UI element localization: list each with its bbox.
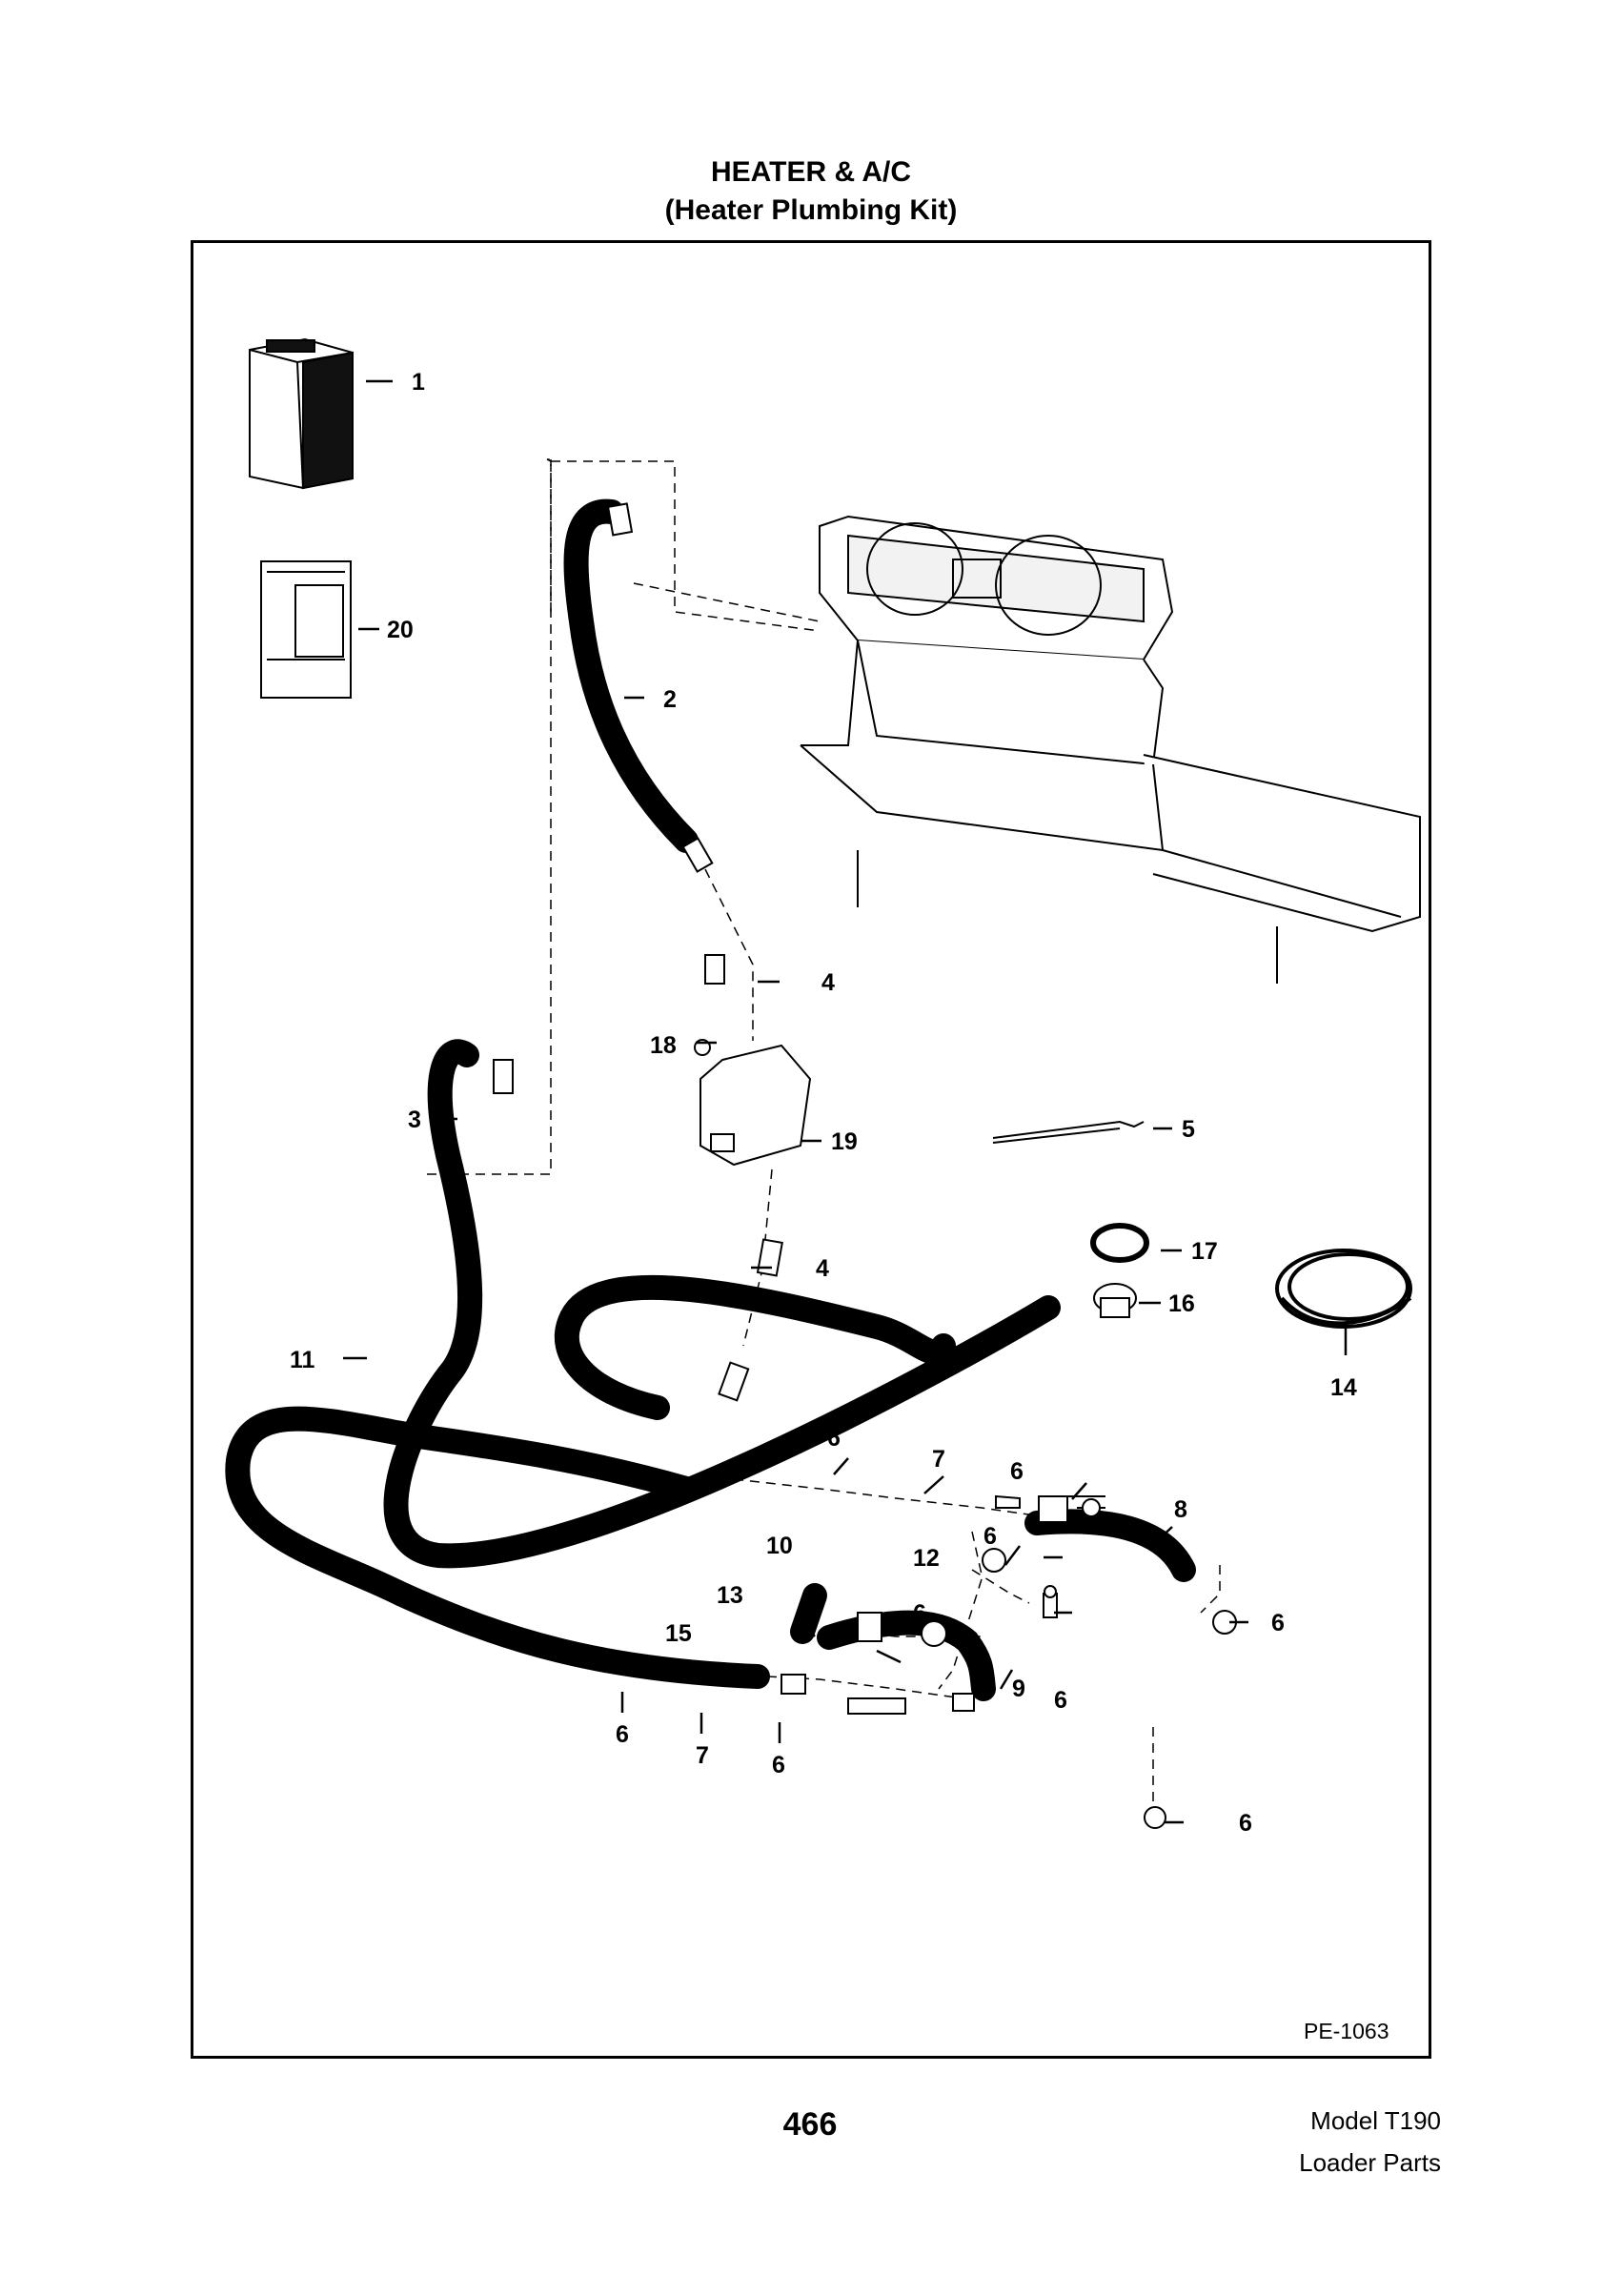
callout-5: 5 <box>1182 1116 1195 1143</box>
callout-16: 16 <box>1168 1290 1195 1317</box>
callout-6-f: 6 <box>616 1721 629 1748</box>
callout-14: 14 <box>1330 1374 1357 1401</box>
exploded-parts-diagram: 1 20 2 4 18 3 19 5 4 17 16 11 14 6 7 6 8… <box>225 337 1421 1837</box>
kit-box-icon <box>249 337 354 490</box>
callout-1: 1 <box>412 369 425 396</box>
callout-6-c: 6 <box>983 1523 997 1550</box>
callout-17: 17 <box>1191 1238 1218 1265</box>
callout-4-upper: 4 <box>821 969 835 996</box>
callout-8: 8 <box>1174 1496 1187 1523</box>
callout-18: 18 <box>650 1032 677 1059</box>
page-title: HEATER & A/C <box>711 156 911 188</box>
callout-20: 20 <box>387 617 414 643</box>
callout-2: 2 <box>663 686 677 713</box>
callout-7-upper: 7 <box>932 1446 945 1473</box>
callout-19: 19 <box>831 1128 858 1155</box>
model-label: Model T190 <box>1310 2106 1441 2135</box>
callout-6-h: 6 <box>1239 1810 1252 1837</box>
callout-6-i: 6 <box>1054 1687 1067 1714</box>
callout-7-lower: 7 <box>696 1742 709 1769</box>
callout-10: 10 <box>766 1533 793 1559</box>
hose-coil-icon <box>1275 1249 1412 1329</box>
callout-6-e: 6 <box>1271 1610 1285 1636</box>
callout-6-b: 6 <box>1010 1458 1024 1485</box>
callout-12: 12 <box>913 1545 940 1572</box>
callout-6-g: 6 <box>772 1752 785 1778</box>
filler-cap-icon <box>1090 1223 1149 1318</box>
drawing-number: PE-1063 <box>1304 2019 1389 2043</box>
callout-9: 9 <box>1012 1676 1025 1702</box>
instruction-sheet-icon <box>260 560 352 699</box>
callout-4-lower: 4 <box>816 1255 829 1282</box>
callout-13: 13 <box>717 1582 743 1609</box>
section-label: Loader Parts <box>1299 2148 1441 2177</box>
callout-15: 15 <box>665 1620 692 1647</box>
callout-6-d: 6 <box>913 1600 926 1627</box>
diagram-frame <box>191 240 1431 2059</box>
heater-unit-icon <box>800 515 1421 984</box>
tie-strap-icon <box>992 1120 1145 1144</box>
callout-6-a: 6 <box>827 1425 841 1452</box>
callout-11: 11 <box>290 1347 315 1373</box>
callout-3: 3 <box>408 1107 421 1133</box>
page-number: 466 <box>782 2106 838 2143</box>
page-subtitle: (Heater Plumbing Kit) <box>664 194 958 226</box>
